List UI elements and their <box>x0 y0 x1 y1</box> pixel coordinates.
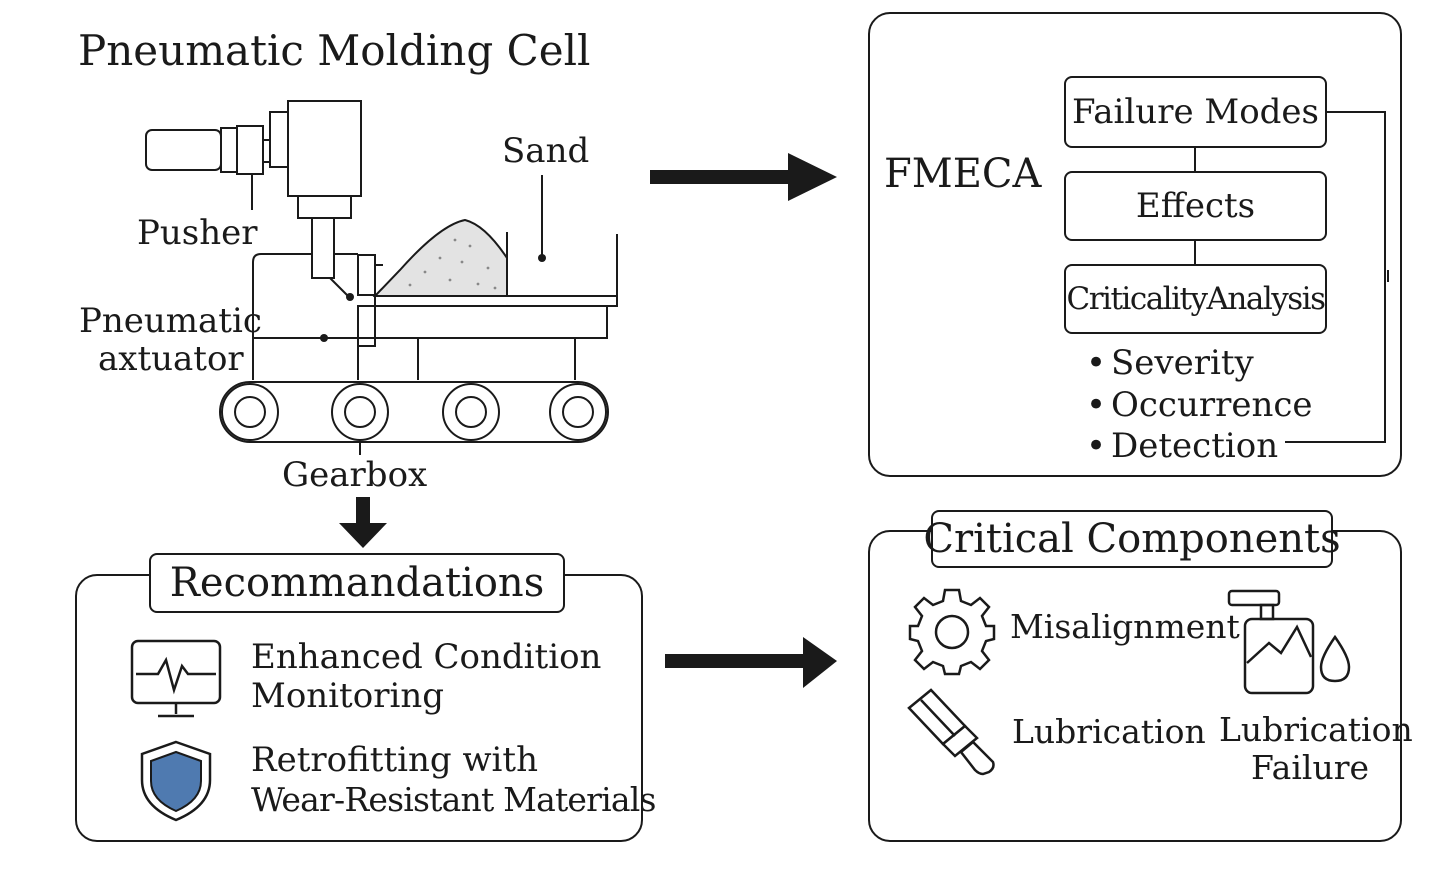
recommendation-1-line1: Enhanced Condition <box>251 637 602 677</box>
gearbox-label: Gearbox <box>282 455 428 495</box>
molding-machine-illustration <box>145 100 618 455</box>
criterion-bullet: • <box>1086 385 1107 425</box>
actuator-label-line1: Pneumatic <box>79 301 262 341</box>
diagram-title: Pneumatic Molding Cell <box>78 26 591 75</box>
component-misalignment: Misalignment <box>1010 607 1240 646</box>
component-lubrication-failure-line2: Failure <box>1251 748 1369 787</box>
fmeca-title: FMECA <box>884 151 1042 197</box>
recommendations-title: Recommandations <box>149 553 565 613</box>
criterion-severity: Severity <box>1111 343 1254 383</box>
criterion-bullet: • <box>1086 343 1107 383</box>
arrow-gearbox-to-recommendations <box>339 497 387 548</box>
criticality-analysis-box: CriticalityAnalysis <box>1064 264 1327 334</box>
arrow-machine-to-fmeca <box>650 153 837 201</box>
component-lubrication-failure-line1: Lubrication <box>1219 710 1413 749</box>
recommendation-2-line2: Wear-Resistant Materials <box>251 780 656 819</box>
criterion-detection: Detection <box>1111 426 1279 466</box>
recommendation-2-line1: Retrofitting with <box>251 740 538 780</box>
monitor-heartbeat-icon <box>130 639 222 718</box>
gear-icon <box>908 588 996 676</box>
brush-icon <box>907 688 995 776</box>
conveyor-track <box>219 381 609 443</box>
sand-label: Sand <box>502 131 590 171</box>
criterion-bullet: • <box>1086 426 1107 466</box>
shield-icon <box>140 740 212 822</box>
critical-components-title: Critical Components <box>923 510 1341 568</box>
actuator-label-line2: axtuator <box>98 339 244 379</box>
effects-box: Effects <box>1064 171 1327 241</box>
pusher-label: Pusher <box>137 213 258 253</box>
component-lubrication: Lubrication <box>1012 712 1206 751</box>
criterion-occurrence: Occurrence <box>1111 385 1313 425</box>
recommendation-1-line2: Monitoring <box>251 676 444 716</box>
failure-modes-box: Failure Modes <box>1064 76 1327 148</box>
arrow-recommendations-to-components <box>665 637 837 688</box>
oil-bottle-drop-icon <box>1227 589 1351 695</box>
